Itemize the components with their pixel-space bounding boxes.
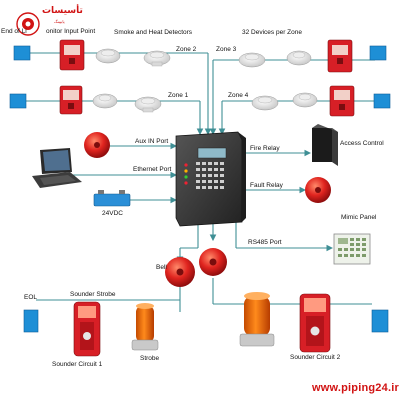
bell (199, 248, 227, 276)
label-access-control: Access Control (340, 140, 384, 147)
strobe-light (131, 303, 159, 351)
manual-call-point (327, 39, 353, 73)
heat-detector (286, 50, 312, 66)
label-sounder-strobe: Sounder Strobe (70, 291, 116, 298)
label-aux-in-port: Aux IN Port (135, 138, 169, 145)
smoke-detector (251, 95, 279, 111)
logo-text: تأسیسات (42, 6, 83, 16)
label-rs485-port: RS485 Port (248, 239, 282, 246)
logo-subtext: پایپینگ (54, 19, 65, 24)
mimic-panel (333, 233, 371, 265)
label-zone-3: Zone 3 (216, 46, 237, 53)
laptop (32, 148, 82, 188)
fault-relay-bell (305, 177, 331, 203)
label-smoke-heat-detectors: Smoke and Heat Detectors (114, 29, 193, 36)
manual-call-point (329, 85, 355, 117)
eol-box-zone3 (369, 45, 387, 61)
label-zone-4: Zone 4 (228, 92, 249, 99)
fire-alarm-control-panel (175, 131, 246, 227)
access-control-device (312, 124, 338, 166)
label-ethernet-port: Ethernet Port (133, 166, 172, 173)
smoke-detector (92, 93, 118, 109)
smoke-detector (238, 52, 266, 68)
label-fault-relay: Fault Relay (250, 182, 283, 189)
label-sounder-circuit-1: Sounder Circuit 1 (52, 361, 103, 368)
eol-box-zone2 (13, 45, 31, 61)
logo-seal (16, 12, 40, 36)
eol-box-sc2 (371, 309, 389, 333)
strobe-light (239, 292, 275, 347)
manual-call-point (59, 85, 83, 115)
watermark: www.piping24.ir (312, 382, 399, 394)
eol-box-zone1 (9, 93, 27, 109)
aux-in-bell (84, 132, 110, 158)
label-end-of-line: End of Li (1, 28, 27, 35)
label-sounder-circuit-2: Sounder Circuit 2 (290, 354, 341, 361)
label-zone-1: Zone 1 (168, 92, 189, 99)
label-strobe: Strobe (140, 355, 160, 362)
sounder-strobe (73, 301, 101, 357)
bell (165, 257, 195, 287)
smoke-detector (95, 48, 121, 64)
heat-detector (292, 92, 318, 108)
label-fire-relay: Fire Relay (250, 145, 280, 152)
label-devices-per-zone: 32 Devices per Zone (242, 29, 302, 36)
label-24vdc: 24VDC (102, 210, 123, 217)
heat-detector (134, 96, 162, 113)
label-eol: EOL (24, 294, 38, 301)
manual-call-point (59, 39, 85, 71)
eol-box-zone4 (373, 93, 391, 109)
label-zone-2: Zone 2 (176, 46, 197, 53)
battery (93, 190, 131, 207)
eol-boxes (9, 45, 391, 333)
label-monitor-point: onitor Input Point (46, 28, 96, 35)
eol-box-sc1 (23, 309, 39, 333)
heat-detector (143, 50, 171, 67)
label-bell: Bell (156, 264, 167, 271)
sounder-strobe (299, 293, 331, 353)
label-mimic-panel: Mimic Panel (341, 214, 377, 221)
